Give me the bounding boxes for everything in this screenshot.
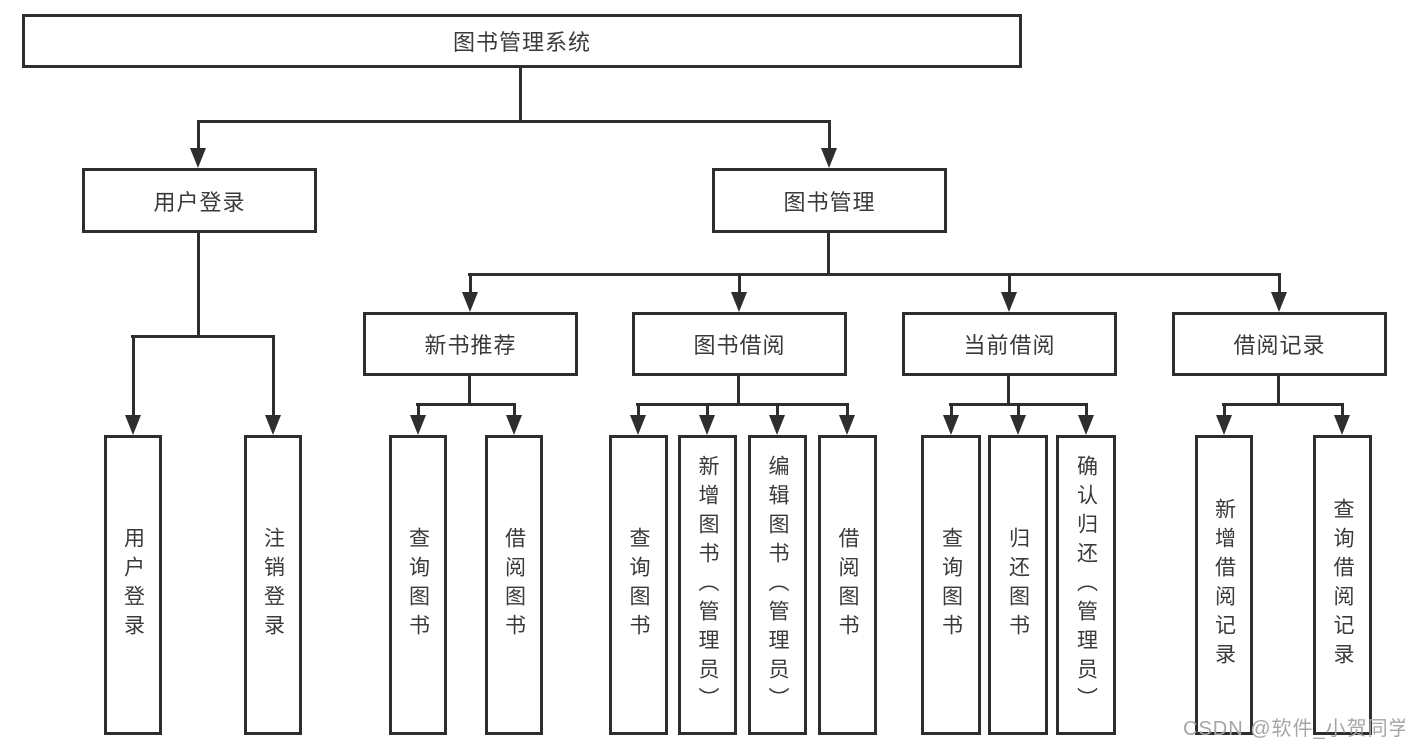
connector-line [197, 120, 831, 123]
connector-arrow-down [265, 335, 282, 435]
connector-line [519, 68, 522, 120]
connector-arrow-down [506, 403, 523, 435]
leaf-add-borrow-record: 新增借阅记录 [1195, 435, 1253, 735]
connector-line [636, 403, 849, 406]
node-user-login: 用户登录 [82, 168, 317, 233]
connector-arrow-down [943, 403, 960, 435]
connector-arrow-down [630, 403, 647, 435]
node-current-borrow: 当前借阅 [902, 312, 1117, 376]
connector-line [468, 376, 471, 406]
connector-line [827, 233, 830, 273]
connector-arrow-down [125, 335, 142, 435]
leaf-borrow-books: 借阅图书 [818, 435, 877, 735]
connector-line [468, 273, 1281, 276]
connector-arrow-down [462, 273, 479, 312]
leaf-query-borrow-record: 查询借阅记录 [1313, 435, 1372, 735]
leaf-query-books: 查询图书 [921, 435, 981, 735]
connector-arrow-down [769, 403, 786, 435]
connector-arrow-down [1271, 273, 1288, 312]
node-new-book-recommend: 新书推荐 [363, 312, 578, 376]
leaf-user-login: 用户登录 [104, 435, 162, 735]
connector-line [197, 233, 200, 335]
watermark: CSDN @软件_小贺同学 [1183, 718, 1405, 740]
node-book-borrow: 图书借阅 [632, 312, 847, 376]
connector-arrow-down [410, 403, 427, 435]
leaf-add-book-admin: 新增图书（管理员） [678, 435, 737, 735]
leaf-edit-book-admin: 编辑图书（管理员） [748, 435, 807, 735]
leaf-query-books: 查询图书 [609, 435, 668, 735]
connector-line [1007, 376, 1010, 406]
connector-line [1222, 403, 1344, 406]
connector-arrow-down [1010, 403, 1027, 435]
node-borrow-records: 借阅记录 [1172, 312, 1387, 376]
leaf-return-books: 归还图书 [988, 435, 1048, 735]
leaf-confirm-return-admin: 确认归还（管理员） [1056, 435, 1116, 735]
connector-arrow-down [1334, 403, 1351, 435]
node-book-management: 图书管理 [712, 168, 947, 233]
connector-line [416, 403, 516, 406]
leaf-borrow-books: 借阅图书 [485, 435, 543, 735]
connector-arrow-down [1078, 403, 1095, 435]
connector-line [131, 335, 275, 338]
node-library-system: 图书管理系统 [22, 14, 1022, 68]
connector-arrow-down [821, 120, 838, 168]
connector-arrow-down [699, 403, 716, 435]
connector-arrow-down [190, 120, 207, 168]
connector-arrow-down [839, 403, 856, 435]
connector-arrow-down [1001, 273, 1018, 312]
connector-line [1277, 376, 1280, 406]
leaf-logout: 注销登录 [244, 435, 302, 735]
leaf-query-books: 查询图书 [389, 435, 447, 735]
connector-line [737, 376, 740, 406]
connector-arrow-down [1216, 403, 1233, 435]
connector-arrow-down [731, 273, 748, 312]
